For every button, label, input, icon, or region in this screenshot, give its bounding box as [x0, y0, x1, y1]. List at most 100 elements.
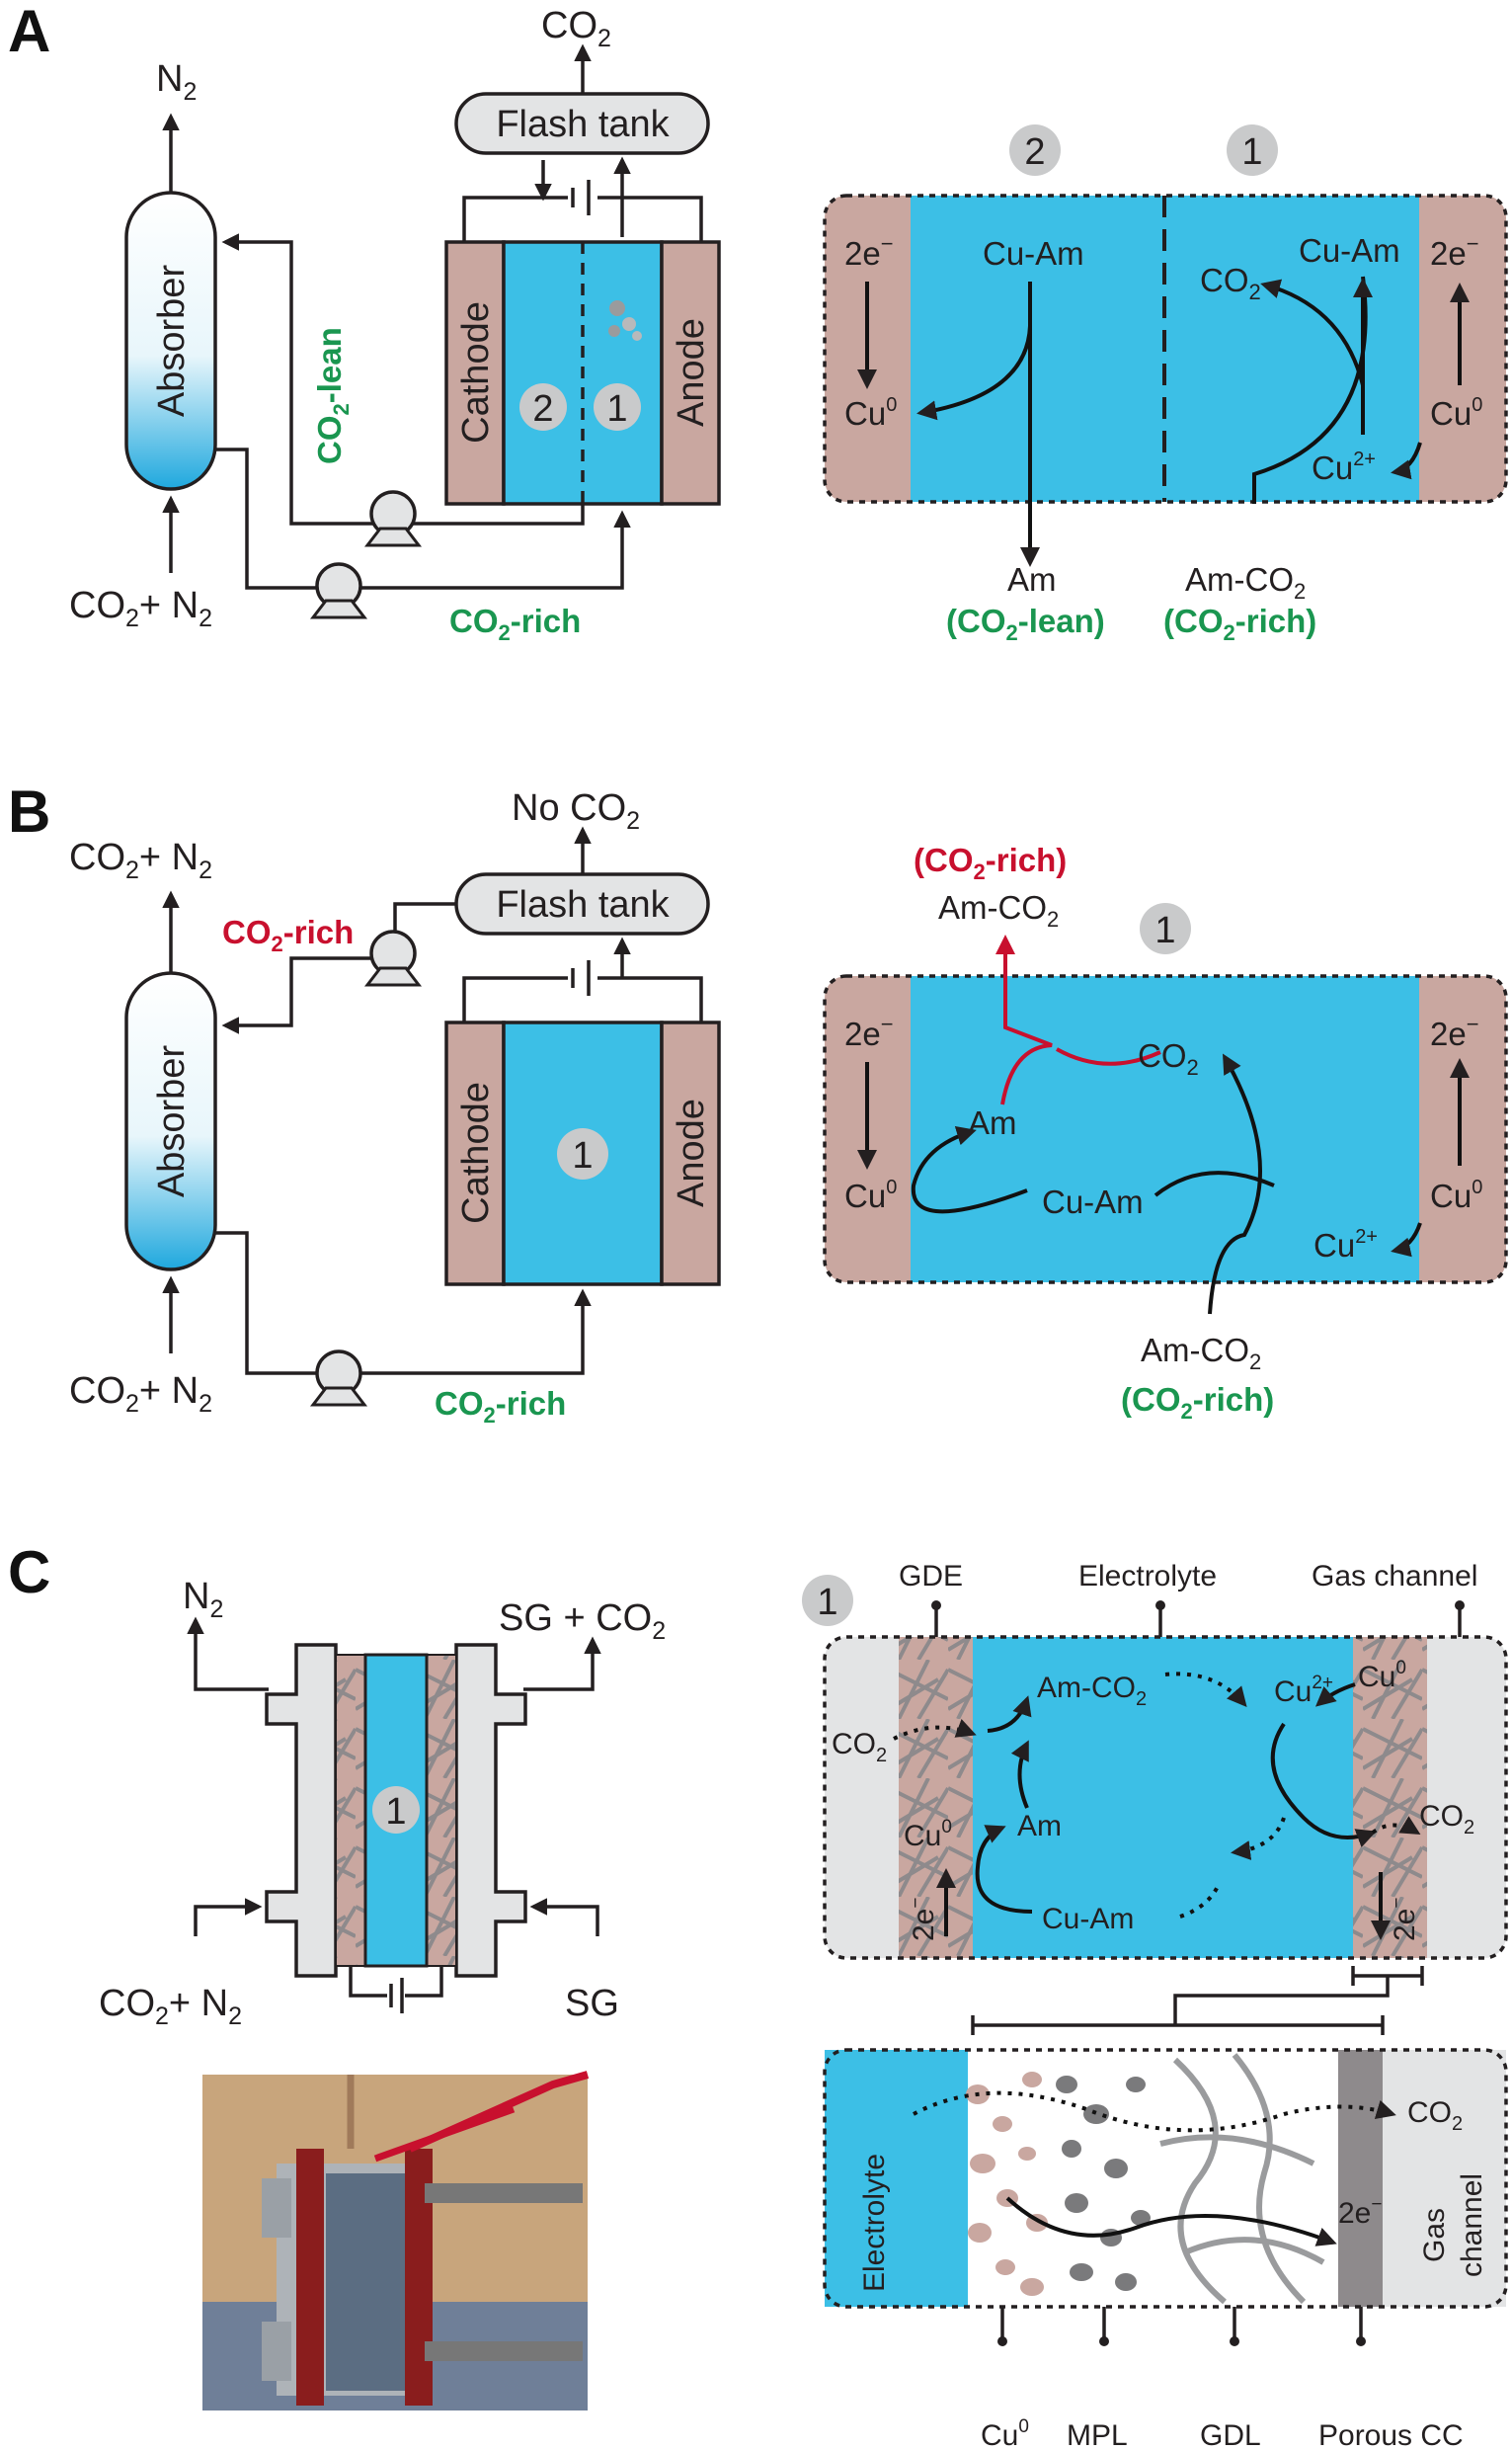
feed-label: CO2+ N2 — [69, 585, 212, 632]
mech-a-am-lean: (CO2-lean) — [946, 603, 1105, 645]
b-red-rich-label: CO2-rich — [222, 914, 354, 956]
mech-a-amco2-in — [1252, 276, 1368, 504]
b-step1-number: 1 — [572, 1135, 593, 1177]
mech-b-step1-number: 1 — [1154, 910, 1175, 951]
mech-b-am: Am — [968, 1104, 1017, 1141]
c-top-step1-badge — [802, 1575, 853, 1626]
mech-b-rich-red: (CO2-rich) — [914, 842, 1067, 884]
c-bot-electrolyte — [825, 2050, 968, 2307]
mech-a-amco2: Am-CO2 — [1185, 561, 1306, 604]
flash-tank-b: Flash tank — [454, 872, 710, 936]
mech-a-e-right: 2e− — [1430, 231, 1479, 272]
lean-return-line — [221, 233, 425, 526]
mech-b-amco2-top: Am-CO2 — [938, 889, 1059, 932]
c-top-cu0-right: Cu0 — [1358, 1658, 1406, 1693]
c-left-flow-plate — [265, 1643, 338, 1978]
c-top-gde-label: GDE — [899, 1560, 963, 1593]
c-top-e-right: 2e− — [1387, 1898, 1421, 1941]
c-left-gde — [335, 1654, 366, 1967]
mech-b-red-co2-path — [1056, 1047, 1161, 1066]
b-rich-label: CO2-rich — [435, 1385, 566, 1428]
mech-a-amco2-rich: (CO2-rich) — [1163, 603, 1316, 645]
b-external-circuit — [462, 976, 703, 1022]
anode-electrode — [660, 240, 721, 506]
mech-a-co2: CO2 — [1200, 262, 1261, 304]
step-1-number: 1 — [606, 388, 627, 430]
mech-a-cu2: Cu2+ — [1312, 449, 1376, 486]
c-bot-gas-channel — [1383, 2050, 1506, 2307]
mech-b-amco2: Am-CO2 — [1141, 1332, 1261, 1374]
c-bot-gas-label: Gas — [1418, 2208, 1451, 2262]
flash-tank: Flash tank — [454, 92, 710, 155]
step-2-number: 2 — [532, 388, 553, 430]
c-step1-badge — [372, 1786, 420, 1834]
c-top-gde — [899, 1637, 973, 1958]
mechanism-b: (CO2-rich) Am-CO2 1 2e− Cu0 2e− Cu0 Am C… — [823, 842, 1508, 1424]
mech-b-step1-badge — [1140, 903, 1191, 954]
absorber-column-b: Absorber — [124, 971, 217, 1271]
step-2-badge — [519, 383, 567, 431]
c-sg-outlet — [523, 1636, 601, 1691]
c-top-anode-gde — [1353, 1637, 1427, 1958]
c-bot-electron-path — [1005, 2196, 1337, 2247]
c-top-amco2: Am-CO2 — [1037, 1672, 1147, 1710]
pump-rich — [309, 562, 368, 619]
mechanism-a: 2 1 2e− Cu0 2e− Cu0 Cu-Am Am (CO2-lean) … — [823, 124, 1508, 645]
b-cathode-label: Cathode — [455, 1082, 497, 1224]
c-top-cu2: Cu2+ — [1274, 1673, 1333, 1708]
step-1-badge — [594, 383, 641, 431]
c-bot-mpl-particles — [1056, 2076, 1151, 2291]
c-bot-co2: CO2 — [1407, 2096, 1463, 2135]
c-top-step1-number: 1 — [817, 1582, 837, 1623]
mech-b-oxidation-arrow — [1391, 1222, 1422, 1258]
cathode-label: Cathode — [455, 301, 497, 444]
b-recycle-line — [221, 902, 456, 1034]
cell-b: Cathode Anode 1 — [444, 960, 721, 1286]
mech-b-cu0-right: Cu0 — [1430, 1177, 1482, 1214]
c-sg-inlet — [529, 1898, 599, 1936]
c-bot-e: 2e− — [1338, 2194, 1382, 2230]
mech-b-cuam-form — [1154, 1171, 1275, 1197]
n2-label: N2 — [156, 58, 197, 106]
lean-from-cell-line — [425, 504, 585, 526]
c-n2-outlet — [187, 1616, 269, 1691]
rich-feed-line — [215, 448, 631, 590]
c-top-e-left: 2e− — [906, 1898, 940, 1941]
flash-tank-label: Flash tank — [496, 104, 670, 145]
c-bot-cu0-label: Cu0 — [981, 2416, 1029, 2451]
co2-rich-label: CO2-rich — [449, 603, 581, 645]
c-bot-channel-label: channel — [1456, 2173, 1488, 2277]
mech-a-cuam-right: Cu-Am — [1299, 232, 1400, 269]
c-top-electrolyte — [973, 1637, 1353, 1958]
c-top-am-capture — [1010, 1740, 1029, 1809]
mech-b-cuam: Cu-Am — [1042, 1184, 1144, 1220]
mech-b-co2-path — [1208, 1053, 1262, 1315]
no-co2-label: No CO2 — [512, 787, 640, 835]
external-circuit — [462, 196, 703, 242]
mech-a-step1-badge — [1227, 124, 1278, 176]
c-right-flow-plate — [454, 1643, 527, 1978]
c-top-cu0-left: Cu0 — [904, 1817, 952, 1852]
b-outlet-label: CO2+ N2 — [69, 837, 212, 884]
flash-tank-b-label: Flash tank — [496, 884, 670, 926]
c-step1-number: 1 — [385, 1791, 406, 1833]
mech-b-co2: CO2 — [1138, 1037, 1199, 1080]
cell-photo — [202, 2071, 590, 2410]
flow-cell-c: N2 SG + CO2 CO2+ N2 SG 1 — [99, 1576, 666, 2030]
mech-b-electrolyte — [911, 976, 1419, 1282]
absorber-column: Absorber — [124, 191, 217, 491]
b-anode-electrode — [660, 1021, 721, 1286]
mech-a-cu0-right: Cu0 — [1430, 394, 1482, 432]
mech-a-cuam-left: Cu-Am — [983, 235, 1084, 272]
c-top-cuam-reduce — [975, 1825, 1033, 1914]
mech-b-cu0-left: Cu0 — [844, 1177, 897, 1214]
c-sg-co2-label: SG + CO2 — [499, 1597, 666, 1645]
c-bot-gdl-label: GDL — [1200, 2419, 1261, 2451]
c-top-am: Am — [1017, 1810, 1062, 1842]
c-bot-gdl-fibers — [1159, 2053, 1325, 2305]
panel-label-a: A — [8, 0, 50, 64]
c-feed-label: CO2+ N2 — [99, 1983, 242, 2030]
mech-a-step2-number: 2 — [1024, 131, 1045, 173]
mech-a-am: Am — [1007, 561, 1057, 598]
c-top-oxidation-arrow — [1314, 1682, 1356, 1707]
